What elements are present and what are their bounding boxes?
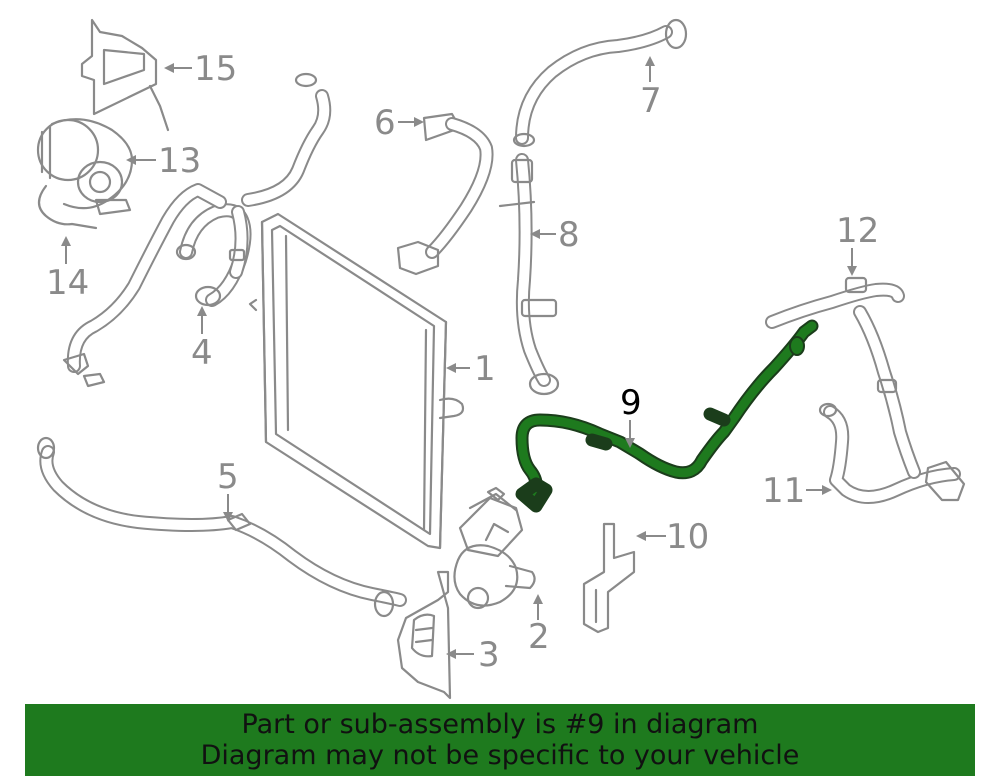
callout-12: 12 [836,211,879,251]
callout-4: 4 [191,333,213,373]
part-5-hose [36,436,407,618]
info-banner: Part or sub-assembly is #9 in diagram Di… [25,704,975,776]
leader-lines [61,56,857,659]
callout-labels: 1 2 3 4 5 6 7 8 9 10 11 12 13 14 15 [46,49,879,675]
callout-3: 3 [478,635,500,675]
part-2-pump [453,486,536,610]
part-6-hose [396,112,494,276]
part-9-highlighted-hose [515,319,819,513]
parts-diagram: 1 2 3 4 5 6 7 8 9 10 11 12 13 14 15 [36,18,966,700]
part-14-clip [37,184,98,230]
callout-5: 5 [217,457,239,497]
callout-9: 9 [620,383,642,423]
callout-8: 8 [558,215,580,255]
callout-11: 11 [762,471,805,511]
part-11-hose [818,402,966,504]
callout-13: 13 [158,141,201,181]
part-8-hose [498,153,560,396]
callout-7: 7 [640,81,662,121]
part-7-hose [512,18,688,148]
part-1-radiator [248,212,465,550]
callout-6: 6 [374,103,396,143]
callout-2: 2 [528,617,550,657]
part-12-hose [765,276,921,479]
callout-10: 10 [666,517,709,557]
banner-line-2: Diagram may not be specific to your vehi… [200,740,800,771]
part-hose-left [62,72,332,388]
callout-15: 15 [194,49,237,89]
part-15-bracket [80,18,170,132]
part-13-pump [36,118,134,216]
callout-14: 14 [46,263,89,303]
banner-line-1: Part or sub-assembly is #9 in diagram [241,709,759,740]
part-10-bracket [582,522,636,634]
part-3-bracket [396,570,452,700]
callout-1: 1 [474,349,496,389]
